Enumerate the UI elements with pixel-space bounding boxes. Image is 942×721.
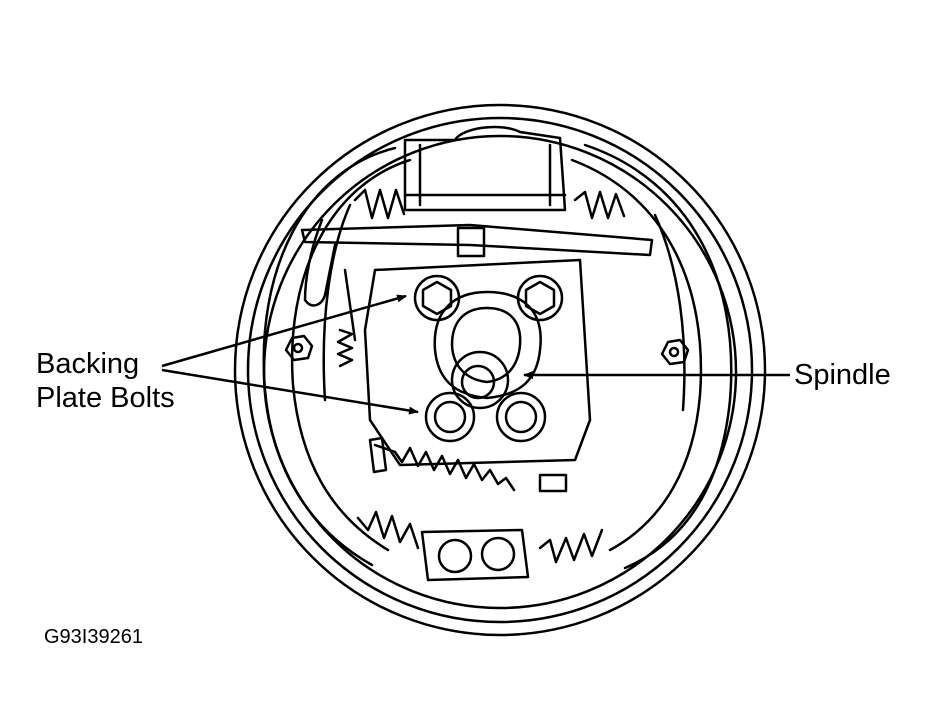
figure-id: G93I39261 bbox=[44, 626, 143, 648]
upper-right-return-spring bbox=[573, 190, 626, 220]
backing-plate-outer-ring bbox=[233, 103, 767, 637]
lower-left-return-spring bbox=[356, 510, 420, 550]
parking-brake-lever bbox=[303, 218, 357, 342]
backing-plate-bolt-upper-left bbox=[413, 274, 461, 322]
backing-plate-bolt-upper-right bbox=[516, 274, 564, 322]
backing-plate-bolts-leader-lower bbox=[161, 368, 419, 415]
bottom-anchor-block bbox=[420, 528, 530, 582]
left-brake-shoe bbox=[262, 146, 412, 567]
spindle-label: Spindle bbox=[794, 359, 891, 391]
spindle bbox=[433, 290, 542, 410]
backing-plate-bolts-label: Backing Plate Bolts bbox=[36, 347, 175, 415]
backing-plate-bolts-label-line2: Plate Bolts bbox=[36, 382, 175, 414]
lower-right-return-spring bbox=[538, 528, 604, 564]
backing-plate-bolts-label-line1: Backing bbox=[36, 348, 140, 380]
left-hold-down-pin bbox=[284, 334, 314, 362]
right-brake-shoe bbox=[570, 143, 733, 570]
axle-mounting-plate bbox=[363, 258, 592, 467]
upper-left-return-spring bbox=[353, 188, 406, 220]
backing-plate-bolts-leader-upper bbox=[161, 294, 407, 368]
parking-brake-cable bbox=[368, 436, 568, 493]
backing-plate-bolt-lower-right bbox=[495, 391, 547, 443]
right-hold-down-pin bbox=[660, 338, 690, 366]
adjuster-strut bbox=[300, 223, 654, 258]
left-hold-down-spring bbox=[336, 328, 354, 368]
wheel-cylinder bbox=[403, 125, 567, 212]
backing-plate-bolt-lower-left bbox=[424, 391, 476, 443]
